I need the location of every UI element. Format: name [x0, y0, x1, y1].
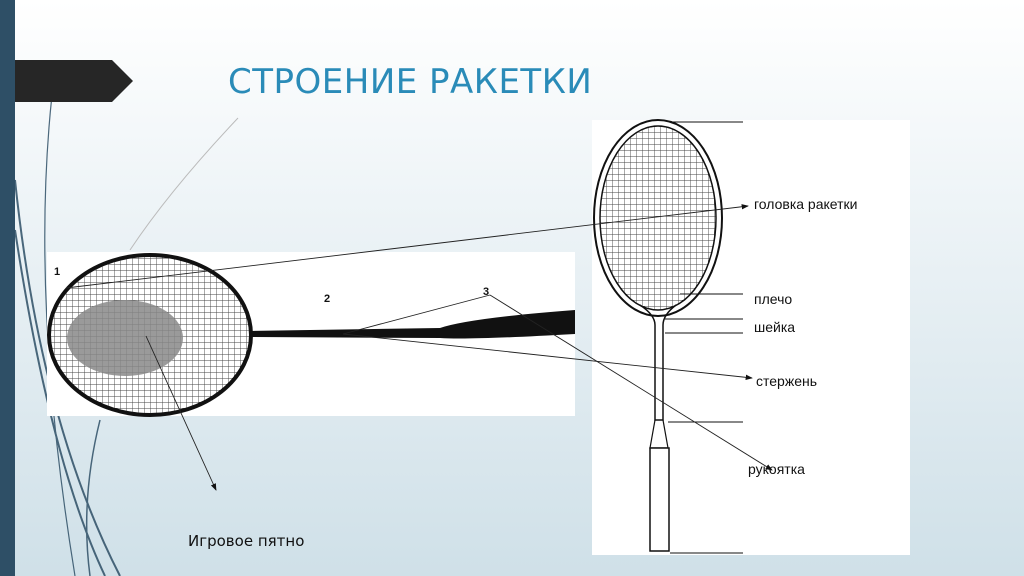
marker-2: 2: [324, 293, 331, 305]
label-head: головка ракетки: [754, 196, 858, 212]
label-handle: рукоятка: [748, 461, 805, 477]
sidebar-bar: [0, 0, 15, 576]
right-racket-figure: [592, 119, 910, 555]
slide-title: СТРОЕНИЕ РАКЕТКИ: [228, 62, 593, 102]
header-arrow-shape: [0, 60, 133, 102]
marker-3: 3: [483, 286, 490, 298]
pointer-lines: [65, 204, 773, 491]
marker-1: 1: [54, 266, 61, 278]
left-racket-figure: [47, 252, 575, 417]
label-neck: шейка: [754, 319, 796, 335]
label-shaft: стержень: [756, 373, 818, 389]
label-shoulder: плечо: [754, 291, 793, 307]
decorative-curve-light: [129, 117, 239, 251]
sweet-spot-caption: Игровое пятно: [188, 532, 305, 550]
sweet-spot: [67, 300, 183, 376]
